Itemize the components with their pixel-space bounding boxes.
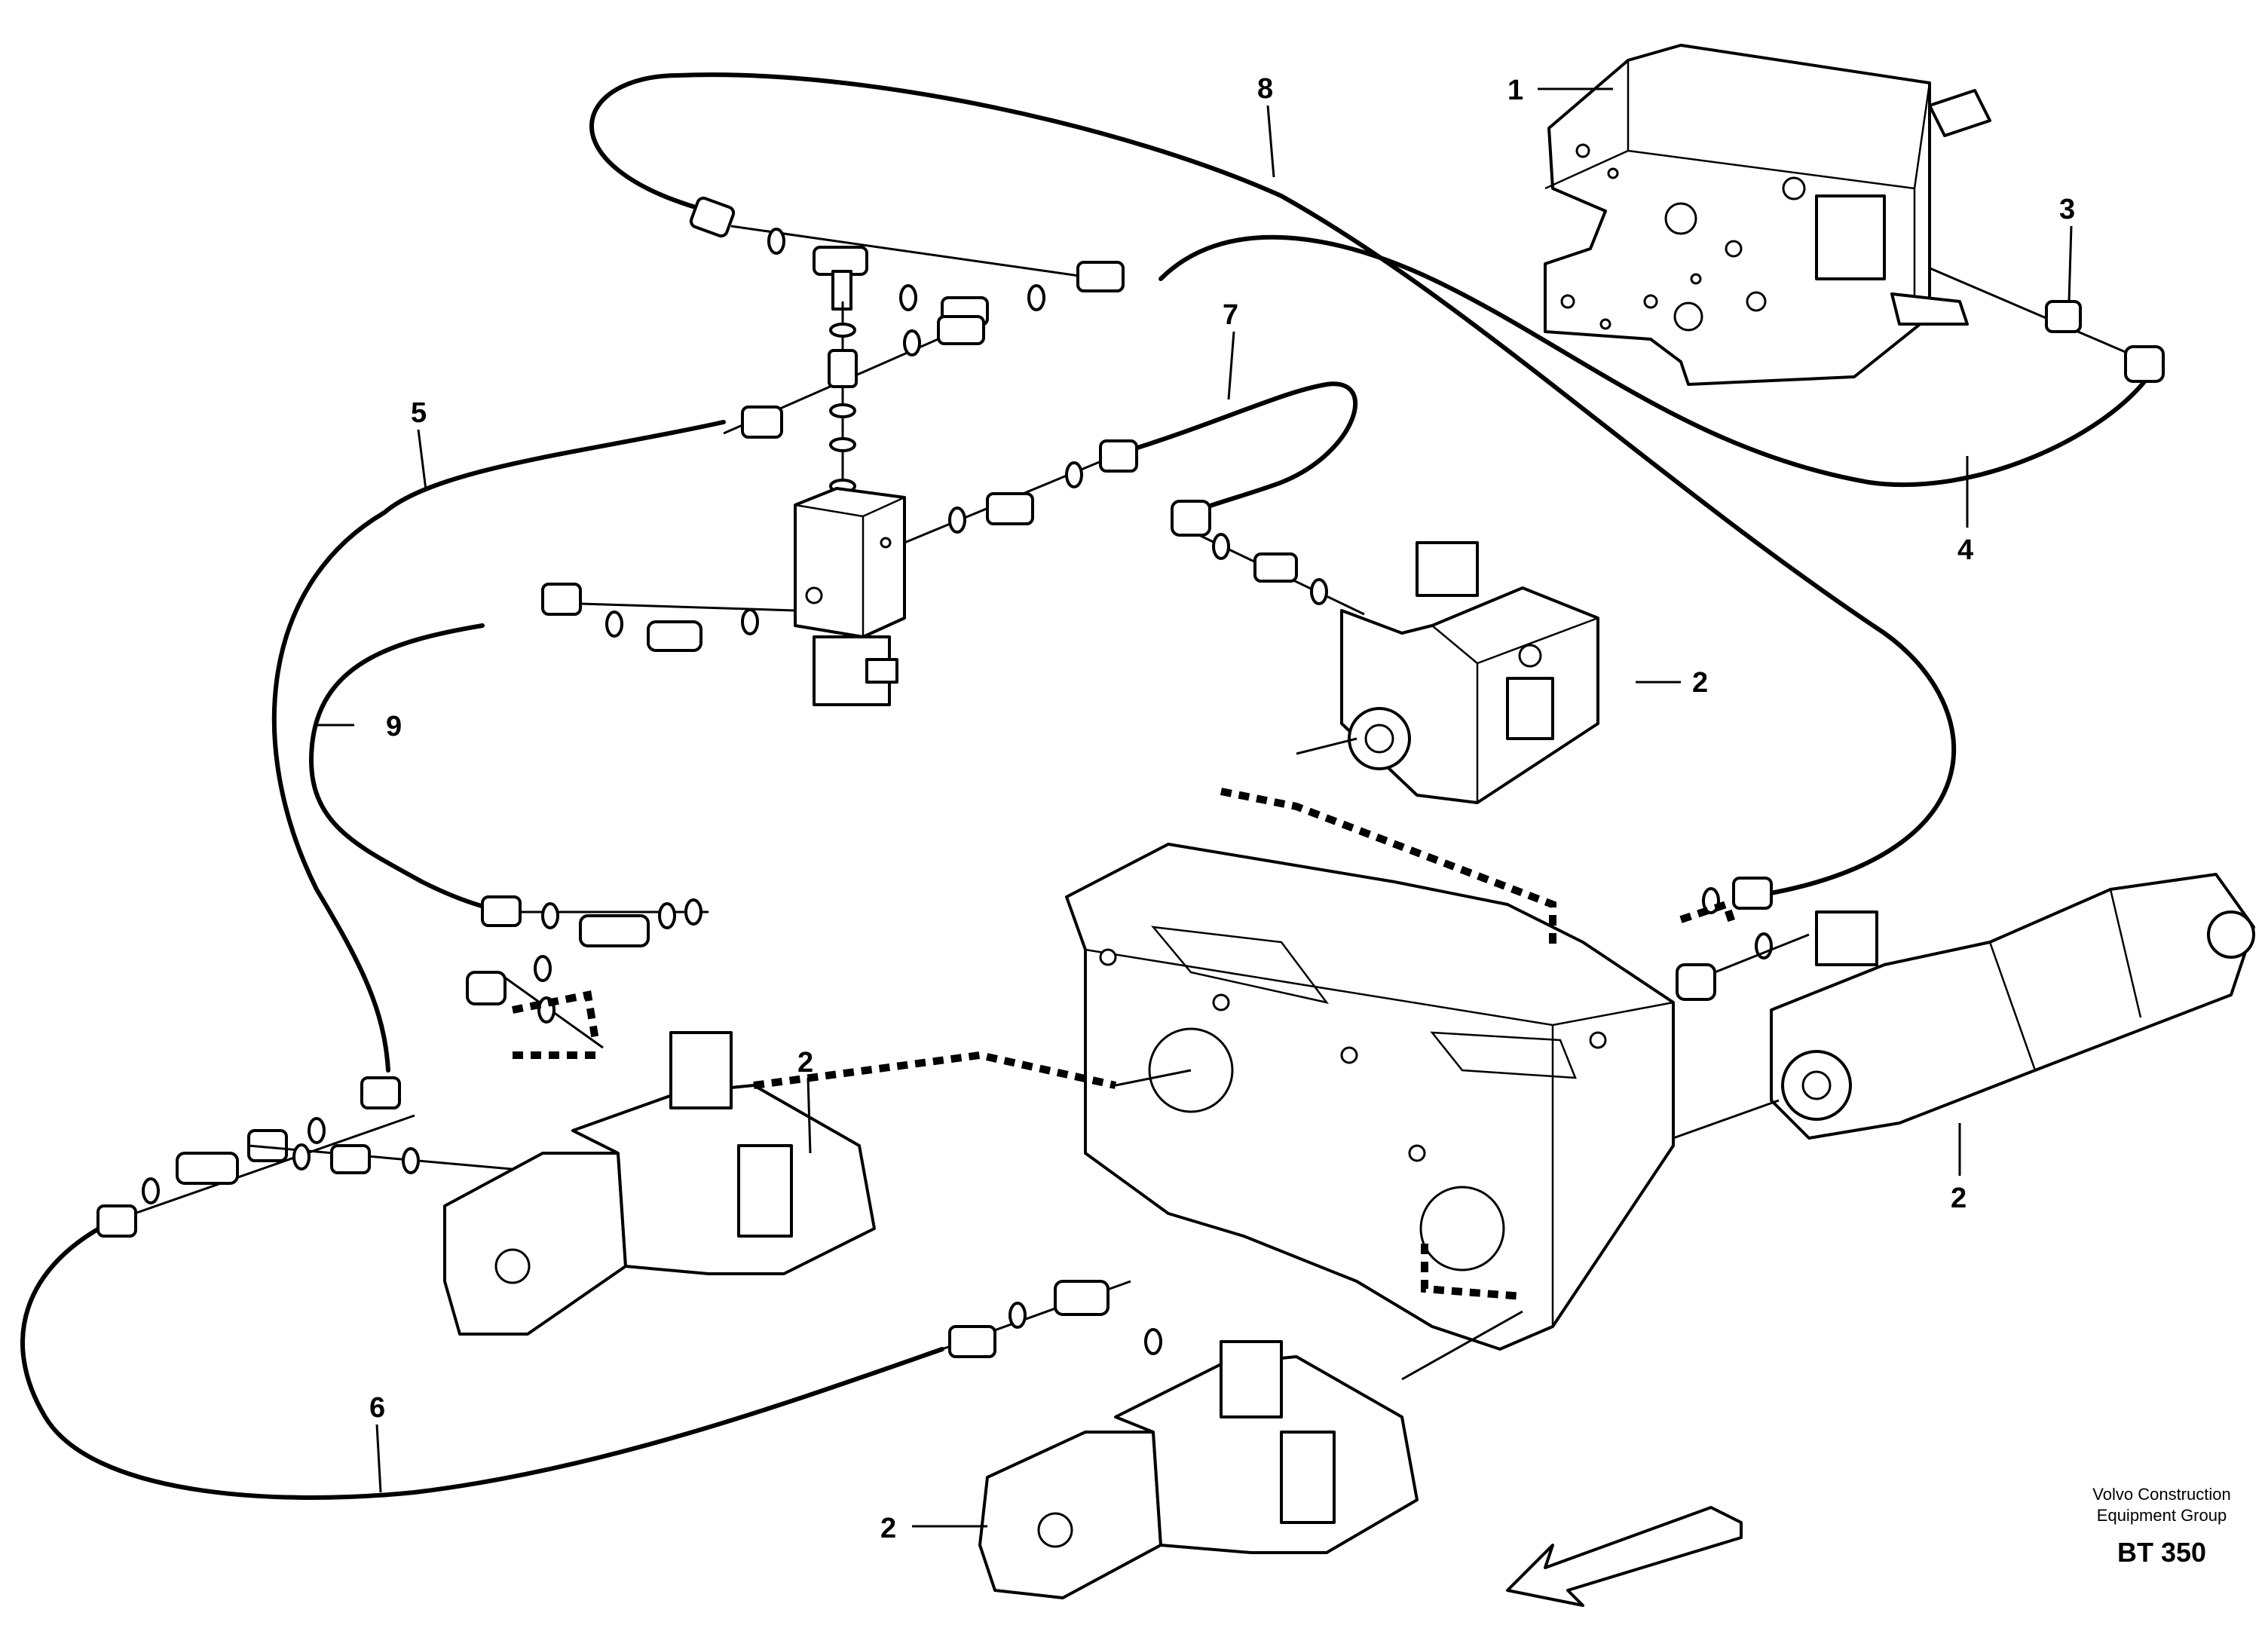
control-valve	[1544, 44, 1991, 386]
pump-bottom	[978, 1340, 1419, 1599]
pump-top	[1340, 541, 1599, 804]
fittings-left-middle	[466, 895, 709, 1049]
hose-5	[271, 420, 726, 1073]
callout-2-top: 2	[1692, 667, 1708, 699]
callout-4: 4	[1957, 534, 1973, 566]
fittings-lower-middle	[941, 1280, 1162, 1358]
hose-6	[20, 1219, 944, 1500]
fittings-right-top	[1884, 247, 2165, 383]
fittings-pump2-top	[1171, 500, 1365, 616]
hose-4	[1158, 234, 2150, 488]
pump-left	[443, 1031, 876, 1336]
hose-7	[1121, 381, 1358, 515]
callout-5: 5	[411, 397, 427, 429]
publisher-line-2: Equipment Group	[2097, 1506, 2227, 1525]
callout-7: 7	[1223, 299, 1238, 331]
valve-block	[794, 487, 906, 706]
callout-2-bottom: 2	[880, 1513, 896, 1544]
hose-9	[309, 623, 492, 910]
gearbox-housing	[1065, 843, 1675, 1351]
leader-lines	[317, 87, 2073, 1528]
direction-arrow	[1506, 1506, 1743, 1607]
callout-6: 6	[369, 1392, 385, 1424]
drawing-code: BT 350	[2117, 1537, 2206, 1568]
callout-labels: 1 2 2 2 2 3 4 5 6 7 8 9	[369, 73, 2075, 1544]
callout-9: 9	[386, 711, 402, 742]
publisher-footer: Volvo Construction Equipment Group BT 35…	[2092, 1485, 2230, 1568]
publisher-line-1: Volvo Construction	[2092, 1485, 2230, 1504]
callout-3: 3	[2059, 194, 2075, 225]
callout-1: 1	[1507, 75, 1523, 106]
callout-2-left: 2	[797, 1047, 813, 1079]
hose-8	[589, 72, 1957, 899]
fittings-right-middle	[1676, 877, 1810, 1001]
shaft-connections	[512, 737, 1780, 1381]
fittings-valve-side	[541, 439, 1138, 652]
fittings-top-cluster	[689, 196, 1125, 520]
callout-8: 8	[1257, 73, 1273, 105]
pump-right	[1770, 873, 2255, 1140]
callout-2-right: 2	[1951, 1183, 1967, 1214]
